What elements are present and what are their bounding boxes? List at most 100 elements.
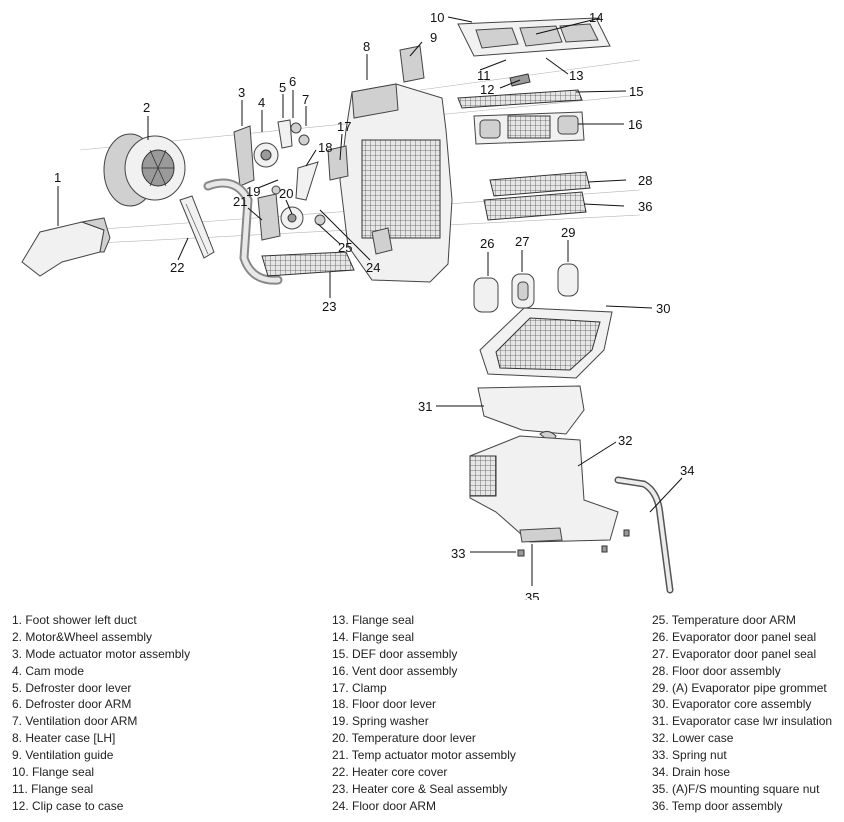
callout-15: 15 [629, 84, 643, 99]
legend-column-1: 1. Foot shower left duct 2. Motor&Wheel … [12, 612, 190, 815]
legend-item: 31. Evaporator case lwr insulation [652, 714, 833, 729]
part-lower-case [469, 435, 619, 543]
legend-item: 24. Floor door ARM [332, 798, 437, 813]
exploded-diagram: 1 2 3 4 5 6 7 8 9 10 11 12 13 14 15 16 1… [21, 10, 694, 600]
legend-item: 2. Motor&Wheel assembly [12, 629, 153, 644]
callout-17: 17 [337, 119, 351, 134]
legend-item: 11. Flange seal [12, 781, 94, 796]
callout-8: 8 [363, 39, 370, 54]
callout-2: 2 [143, 100, 150, 115]
legend-item: 34. Drain hose [652, 765, 731, 780]
part-mode-actuator [233, 119, 310, 187]
leader-lines [57, 16, 683, 586]
callout-10: 10 [430, 10, 444, 25]
legend-item: 33. Spring nut [652, 748, 727, 763]
callout-12: 12 [480, 82, 494, 97]
callout-23: 23 [322, 299, 336, 314]
legend-item: 20. Temperature door lever [332, 731, 476, 746]
part-motor-wheel-assembly [103, 133, 186, 207]
callout-5: 5 [279, 80, 286, 95]
callout-19: 19 [246, 184, 260, 199]
callout-22: 22 [170, 260, 184, 275]
callout-14: 14 [589, 10, 603, 25]
callout-25: 25 [338, 240, 352, 255]
part-heater-pipes [203, 178, 283, 285]
callout-28: 28 [638, 173, 652, 188]
legend-item: 10. Flange seal [12, 765, 95, 780]
callout-27: 27 [515, 234, 529, 249]
legend-item: 9. Ventilation guide [12, 748, 114, 763]
part-floor-temp-arms [314, 214, 393, 255]
legend-item: 17. Clamp [332, 680, 387, 695]
part-heater-core-cover [179, 195, 215, 259]
legend-item: 8. Heater case [LH] [12, 731, 116, 746]
callout-11: 11 [477, 68, 491, 83]
legend-item: 30. Evaporator core assembly [652, 697, 812, 712]
legend-item: 16. Vent door assembly [332, 663, 458, 678]
part-door-levers [257, 145, 349, 241]
legend-item: 26. Evaporator door panel seal [652, 629, 817, 644]
part-drain-hose [614, 476, 674, 594]
callout-26: 26 [480, 236, 494, 251]
legend-item: 25. Temperature door ARM [652, 613, 796, 627]
callout-33: 33 [451, 546, 465, 561]
legend-item: 14. Flange seal [332, 629, 415, 644]
legend-item: 23. Heater core & Seal assembly [332, 781, 508, 796]
legend-column-3: 25. Temperature door ARM 26. Evaporator … [652, 612, 832, 815]
legend-item: 15. DEF door assembly [332, 646, 458, 661]
part-temp-door [483, 191, 587, 221]
callout-9: 9 [430, 30, 437, 45]
legend-item: 32. Lower case [652, 731, 734, 746]
legend-column-2: 13. Flange seal 14. Flange seal 15. DEF … [332, 612, 516, 815]
callout-4: 4 [258, 95, 265, 110]
callout-16: 16 [628, 117, 642, 132]
part-def-door [457, 89, 583, 109]
callout-24: 24 [366, 260, 380, 275]
callout-36: 36 [638, 199, 652, 214]
legend-item: 18. Floor door lever [332, 697, 437, 712]
callout-1: 1 [54, 170, 61, 185]
callout-31: 31 [418, 399, 432, 414]
callout-6: 6 [289, 74, 296, 89]
part-heater-case [339, 83, 453, 283]
legend-item: 5. Defroster door lever [12, 680, 132, 695]
part-vent-door [473, 111, 585, 145]
legend-item: 12. Clip case to case [12, 798, 124, 813]
callout-18: 18 [318, 140, 332, 155]
legend-item: 27. Evaporator door panel seal [652, 646, 817, 661]
callout-34: 34 [680, 463, 694, 478]
legend-item: 6. Defroster door ARM [12, 697, 132, 712]
part-floor-door [489, 171, 591, 197]
legend-item: 19. Spring washer [332, 714, 429, 729]
callout-13: 13 [569, 68, 583, 83]
callout-29: 29 [561, 225, 575, 240]
legend-item: 21. Temp actuator motor assembly [332, 748, 516, 763]
parts-legend: 1. Foot shower left duct 2. Motor&Wheel … [12, 612, 842, 817]
legend-item: 3. Mode actuator motor assembly [12, 646, 191, 661]
part-foot-shower-left-duct [21, 217, 111, 277]
part-ventilation-guide [399, 45, 425, 83]
part-heater-core [261, 251, 355, 277]
legend-item: 29. (A) Evaporator pipe grommet [652, 680, 827, 695]
callout-3: 3 [238, 85, 245, 100]
legend-item: 7. Ventilation door ARM [12, 714, 138, 729]
part-seals-grommet [473, 263, 579, 313]
callout-20: 20 [279, 186, 293, 201]
callout-7: 7 [302, 92, 309, 107]
legend-item: 36. Temp door assembly [652, 798, 783, 813]
part-evaporator-core [479, 307, 613, 379]
part-evaporator-case-insulation [477, 385, 585, 445]
legend-item: 4. Cam mode [12, 663, 85, 678]
legend-item: 28. Floor door assembly [652, 663, 781, 678]
legend-item: 35. (A)F/S mounting square nut [652, 781, 820, 796]
legend-item: 1. Foot shower left duct [12, 613, 137, 627]
part-flange-seals [457, 17, 611, 57]
callout-32: 32 [618, 433, 632, 448]
callout-35: 35 [525, 590, 539, 600]
legend-item: 13. Flange seal [332, 613, 415, 627]
legend-item: 22. Heater core cover [332, 765, 448, 780]
part-nuts [517, 529, 630, 557]
callout-21: 21 [233, 194, 247, 209]
callout-labels: 1 2 3 4 5 6 7 8 9 10 11 12 13 14 15 16 1… [54, 10, 694, 600]
callout-30: 30 [656, 301, 670, 316]
